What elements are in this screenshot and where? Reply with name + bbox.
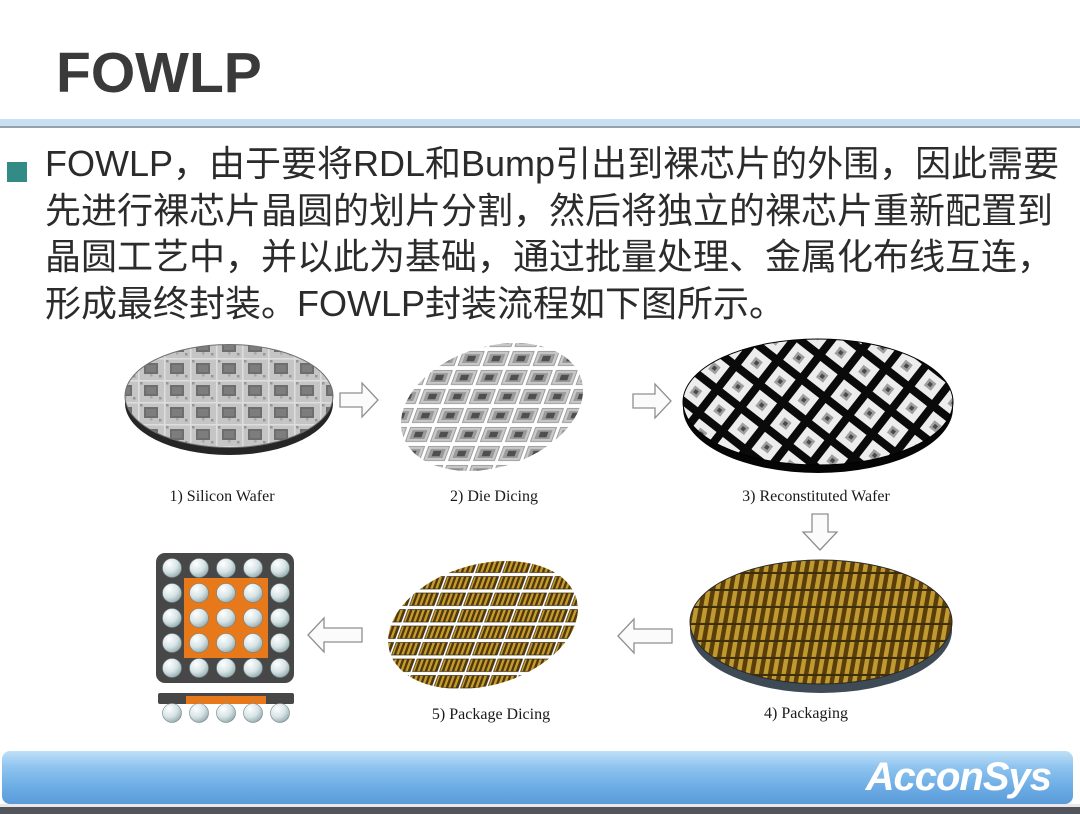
page-title: FOWLP bbox=[56, 41, 262, 105]
body-line: 形成最终封装。FOWLP封装流程如下图所示。 bbox=[45, 282, 786, 324]
body-line: 先进行裸芯片晶圆的划片分割，然后将独立的裸芯片重新配置到 bbox=[45, 189, 1054, 231]
arrow-left-icon bbox=[307, 616, 363, 654]
reconstituted-wafer-graphic bbox=[682, 338, 954, 473]
die-dicing-graphic bbox=[380, 343, 604, 471]
body-text: FOWLP，由于要将RDL和Bump引出到裸芯片的外围，因此需要 先进行裸芯片晶… bbox=[45, 141, 1060, 327]
step3-label: 3) Reconstituted Wafer bbox=[742, 488, 890, 505]
body-line: FOWLP，由于要将RDL和Bump引出到裸芯片的外围，因此需要 bbox=[45, 143, 1060, 184]
title-divider-shadow bbox=[0, 126, 1080, 128]
bullet-marker bbox=[7, 162, 27, 182]
packaging-wafer-graphic bbox=[689, 559, 953, 693]
final-package-graphic bbox=[156, 553, 294, 723]
step2-label: 2) Die Dicing bbox=[450, 488, 538, 505]
bottom-strip-light bbox=[0, 804, 1080, 807]
process-diagram: 1) Silicon Wafer 2) Die Dicing 3) Recons… bbox=[124, 338, 954, 723]
company-logo: AcconSys bbox=[865, 755, 1052, 799]
step5-label: 5) Package Dicing bbox=[432, 706, 550, 723]
step4-label: 4) Packaging bbox=[764, 705, 848, 722]
step1-label: 1) Silicon Wafer bbox=[169, 488, 275, 505]
arrow-down-icon bbox=[801, 513, 839, 551]
arrow-right-icon bbox=[339, 381, 379, 419]
arrow-right-icon bbox=[632, 382, 672, 420]
arrow-left-icon bbox=[617, 617, 673, 655]
bottom-strip-dark bbox=[0, 807, 1080, 814]
body-line: 晶圆工艺中，并以此为基础，通过批量处理、金属化布线互连， bbox=[45, 236, 1054, 277]
footer-bar: AcconSys bbox=[2, 751, 1073, 804]
silicon-wafer-graphic bbox=[124, 344, 334, 455]
title-divider bbox=[0, 119, 1080, 126]
package-dicing-graphic bbox=[367, 561, 599, 689]
